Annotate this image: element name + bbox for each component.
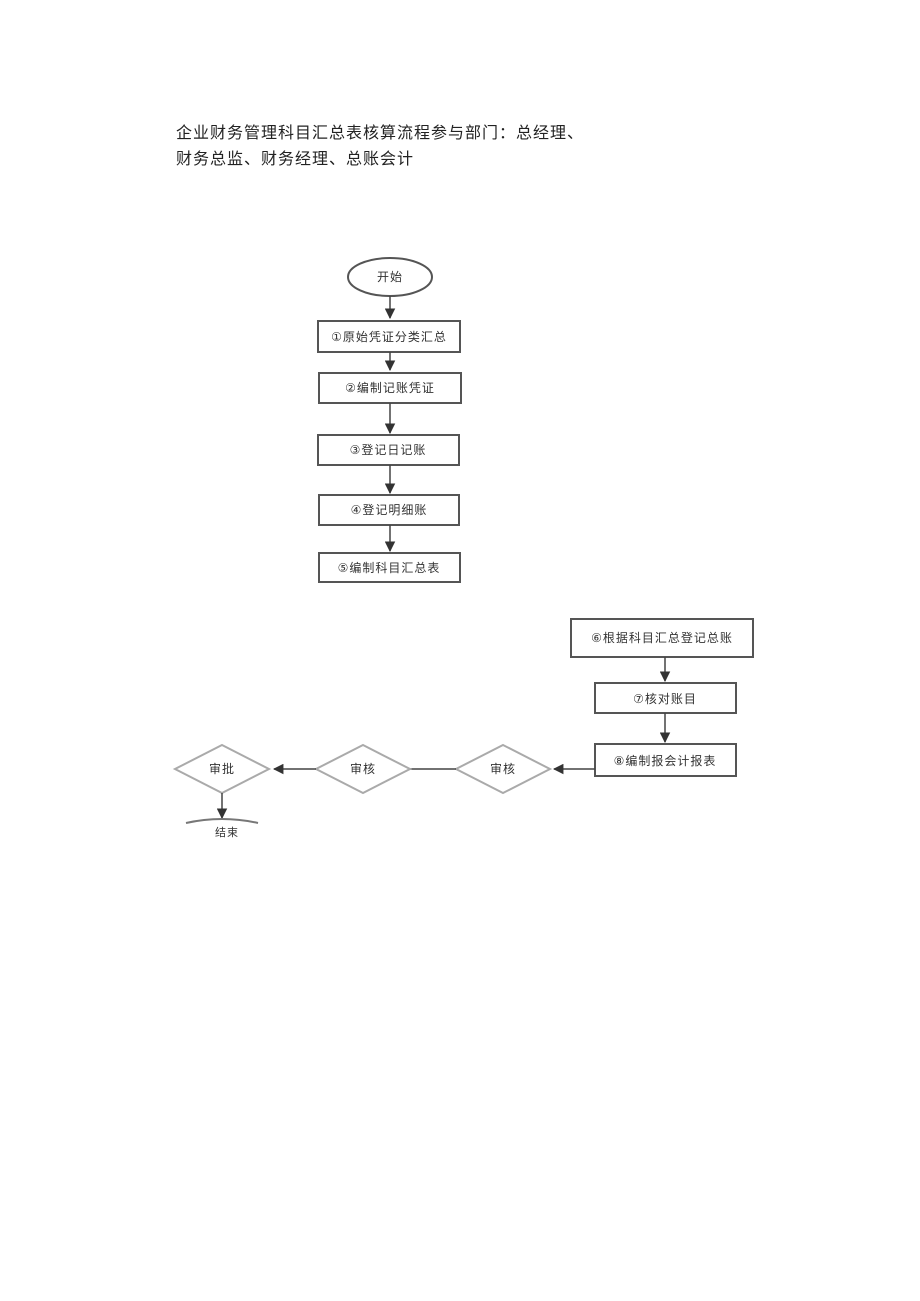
step-2-node: ②编制记账凭证 [318,372,462,404]
step-3-label: ③登记日记账 [350,442,427,457]
review-2-node: 审核 [313,743,413,795]
start-node: 开始 [347,257,433,297]
step-5-label: ⑤编制科目汇总表 [338,560,441,575]
step-4-node: ④登记明细账 [318,494,460,526]
review-1-label: 审核 [490,761,516,776]
step-6-label: ⑥根据科目汇总登记总账 [591,630,733,645]
step-8-label: ⑧编制报会计报表 [614,753,717,768]
end-node: 结束 [185,818,259,839]
step-4-label: ④登记明细账 [351,502,428,517]
approve-label: 审批 [209,761,235,776]
step-2-label: ②编制记账凭证 [345,380,435,395]
heading-line-1: 企业财务管理科目汇总表核算流程参与部门：总经理、 [176,123,585,142]
approve-node: 审批 [172,743,272,795]
step-1-label: ①原始凭证分类汇总 [331,329,447,344]
review-1-node: 审核 [453,743,553,795]
step-1-node: ①原始凭证分类汇总 [317,320,461,353]
step-6-node: ⑥根据科目汇总登记总账 [570,618,754,658]
step-7-node: ⑦核对账目 [594,682,737,714]
step-7-label: ⑦核对账目 [633,692,697,706]
end-label: 结束 [215,826,239,839]
heading-line-2: 财务总监、财务经理、总账会计 [176,149,415,168]
start-label: 开始 [377,270,403,284]
step-5-node: ⑤编制科目汇总表 [318,552,461,583]
step-8-node: ⑧编制报会计报表 [594,743,737,777]
page-heading: 企业财务管理科目汇总表核算流程参与部门：总经理、 财务总监、财务经理、总账会计 [176,120,636,172]
step-3-node: ③登记日记账 [317,434,460,466]
review-2-label: 审核 [350,761,376,776]
